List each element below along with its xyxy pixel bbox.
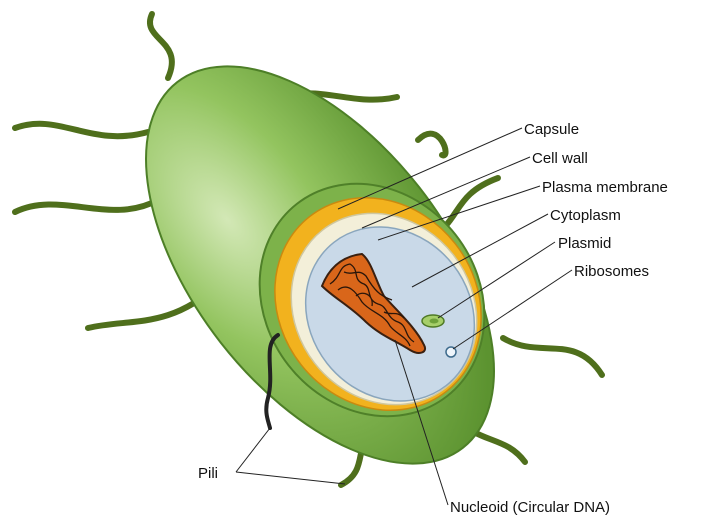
pilus [503, 338, 602, 375]
pilus [15, 200, 158, 212]
leader-pili-a [236, 428, 270, 472]
label-nucleoid: Nucleoid (Circular DNA) [450, 499, 610, 516]
label-ribosomes: Ribosomes [574, 263, 649, 280]
label-cytoplasm: Cytoplasm [550, 207, 621, 224]
pilus [150, 14, 172, 78]
label-plasmid: Plasmid [558, 235, 611, 252]
plasmid-core [430, 319, 439, 324]
label-capsule: Capsule [524, 121, 579, 138]
label-plasma-membrane: Plasma membrane [542, 179, 668, 196]
label-cell-wall: Cell wall [532, 150, 588, 167]
label-pili: Pili [198, 465, 218, 482]
pilus [15, 124, 148, 136]
pilus [418, 134, 446, 156]
leader-pili-b [236, 472, 345, 484]
